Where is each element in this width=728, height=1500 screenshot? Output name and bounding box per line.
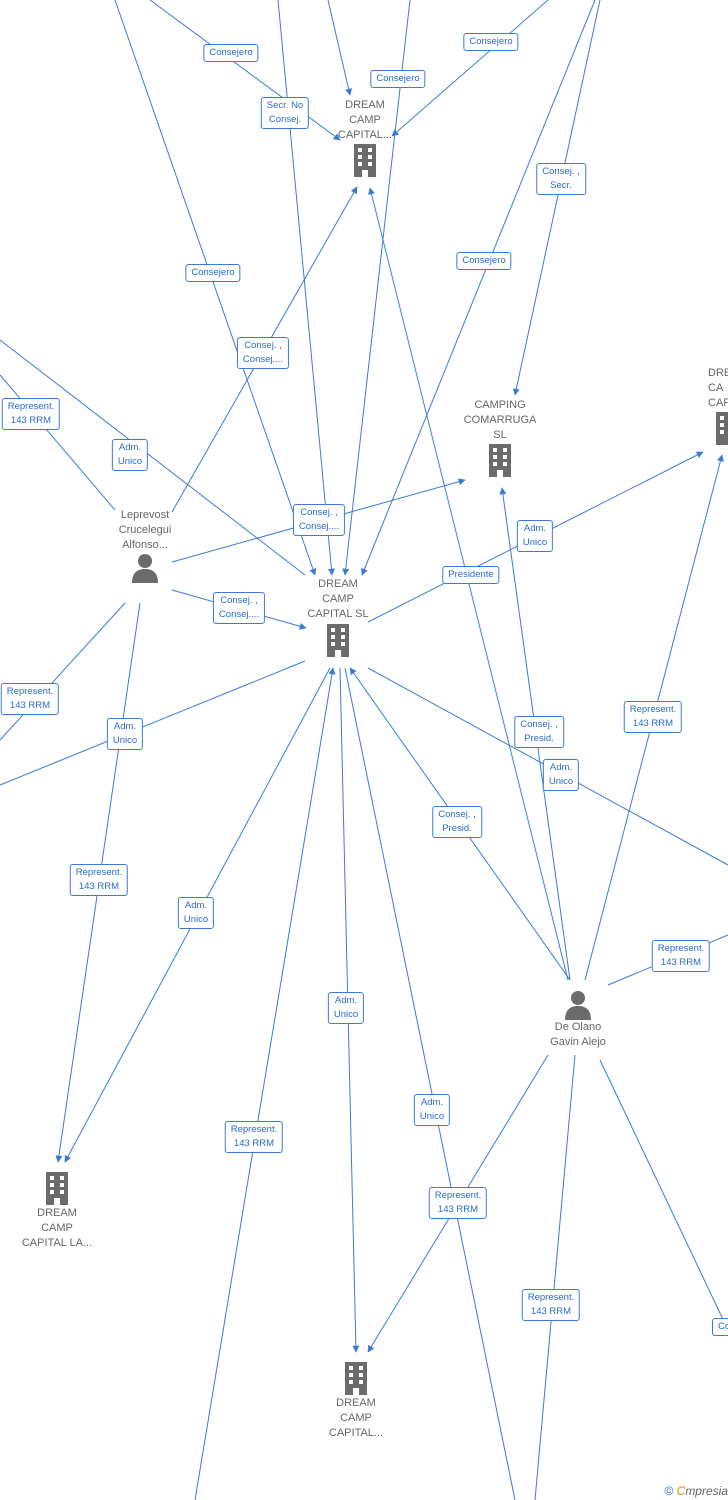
edge-label[interactable]: Adm. Unico [177, 897, 215, 929]
building-icon [716, 412, 728, 445]
edge-label[interactable]: Secr. No Consej. [260, 97, 310, 129]
edge-line [368, 187, 569, 981]
company-node-camping-comarruga[interactable]: CAMPING COMARRUGA SL [455, 398, 545, 477]
edge-label[interactable]: Represent. 143 RRM [69, 864, 129, 896]
building-icon [489, 444, 511, 477]
edge-label[interactable]: Consejero [203, 44, 259, 62]
company-node-dream-right[interactable]: DRE CA CAPIT [698, 366, 728, 445]
node-label: DREAM CAMP CAPITAL SL [307, 578, 369, 620]
node-label: DREAM CAMP CAPITAL LA... [21, 1207, 93, 1249]
edge-line [0, 602, 126, 741]
edge-line [599, 1059, 728, 1331]
edge-line [512, 0, 601, 396]
edge-label[interactable]: Consejero [456, 252, 512, 270]
edge-label[interactable]: Adm. Unico [542, 759, 580, 791]
edge-label[interactable]: Adm. Unico [413, 1094, 451, 1126]
edge-label[interactable]: Represent. 143 RRM [428, 1187, 488, 1219]
brand-logo-e: C [676, 1484, 686, 1498]
edge-line [361, 0, 596, 576]
edge-label[interactable]: Represent. 143 RRM [224, 1121, 284, 1153]
footer-brand: © Cmpresia [664, 1484, 728, 1498]
edge-line [344, 667, 516, 1500]
person-icon [565, 991, 591, 1020]
company-node-dream-top[interactable]: DREAM CAMP CAPITAL... [325, 98, 405, 177]
edge-line [194, 667, 336, 1500]
person-icon [132, 554, 158, 583]
node-label: CAMPING COMARRUGA SL [463, 399, 537, 441]
node-label: DRE CA CAPIT [708, 367, 728, 409]
edge-line [327, 0, 352, 96]
edge-line [342, 0, 411, 576]
person-node-de-olano[interactable]: De Olano Gavin Alejo [533, 990, 623, 1050]
edge-line [149, 0, 341, 141]
edge-label[interactable]: Represent. 143 RRM [521, 1289, 581, 1321]
building-icon [46, 1172, 68, 1205]
edge-line [0, 660, 306, 786]
edge-label[interactable]: Consejero [370, 70, 426, 88]
edge-label[interactable]: Represent. 143 RRM [0, 683, 60, 715]
edge-line [277, 0, 335, 576]
building-icon [345, 1362, 367, 1395]
person-node-leprevost[interactable]: Leprevost Crucelegui Alfonso... [100, 508, 190, 583]
edge-line [534, 1054, 576, 1500]
edge-label[interactable]: Adm. Unico [516, 520, 554, 552]
building-icon [354, 144, 376, 177]
edge-label[interactable]: Conse [712, 1318, 728, 1336]
node-label: DREAM CAMP CAPITAL... [337, 99, 393, 141]
copyright-icon: © [664, 1484, 674, 1498]
edge-line [0, 339, 306, 576]
edge-label[interactable]: Consej. , Consej.... [236, 337, 290, 369]
edge-label[interactable]: Consej. , Secr. [536, 163, 586, 195]
company-node-dream-camp-capital-sl[interactable]: DREAM CAMP CAPITAL SL [298, 577, 378, 658]
building-icon [327, 624, 349, 657]
edge-label[interactable]: Consejero [185, 264, 241, 282]
edge-label[interactable]: Consej. , Consej.... [292, 504, 346, 536]
edge-label[interactable]: Presidente [442, 566, 500, 584]
edge-label[interactable]: Adm. Unico [327, 992, 365, 1024]
company-node-dream-la[interactable]: DREAM CAMP CAPITAL LA... [14, 1170, 100, 1251]
edge-label[interactable]: Represent. 143 RRM [623, 701, 683, 733]
edge-label[interactable]: Consej. , Consej.... [212, 592, 266, 624]
edge-line [0, 374, 116, 511]
edge-label[interactable]: Consej. , Presid. [432, 806, 482, 838]
edge-label[interactable]: Adm. Unico [111, 439, 149, 471]
brand-logo-text: mpresia [685, 1484, 728, 1498]
edge-label[interactable]: Represent. 143 RRM [651, 940, 711, 972]
node-label: DREAM CAMP CAPITAL... [328, 1397, 384, 1439]
node-label: De Olano Gavin Alejo [550, 1021, 606, 1048]
edge-label[interactable]: Adm. Unico [106, 718, 144, 750]
company-node-dream-bottom[interactable]: DREAM CAMP CAPITAL... [316, 1360, 396, 1441]
edge-line [391, 0, 549, 137]
edge-label[interactable]: Consejero [463, 33, 519, 51]
edge-label[interactable]: Represent. 143 RRM [1, 398, 61, 430]
node-label: Leprevost Crucelegui Alfonso... [118, 509, 172, 551]
edge-line [114, 0, 317, 576]
edge-label[interactable]: Consej. , Presid. [514, 716, 564, 748]
